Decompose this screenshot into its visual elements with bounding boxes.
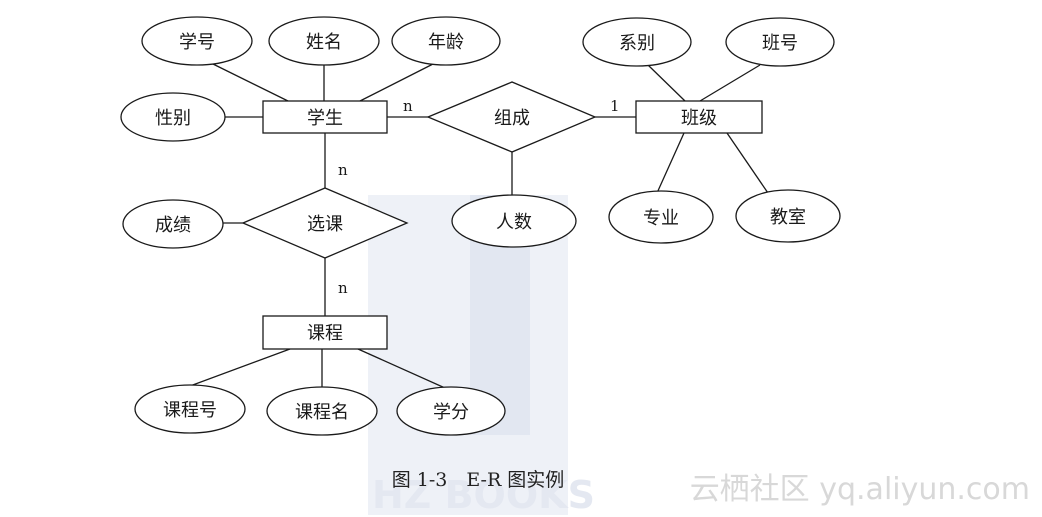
- attribute-age: 年龄: [391, 16, 501, 66]
- attribute-major-label: 专业: [643, 208, 679, 229]
- attribute-credit: 学分: [396, 386, 506, 436]
- cardinality-course-select: n: [338, 279, 348, 297]
- entity-class: 班级: [635, 100, 763, 134]
- attribute-course-name: 课程名: [266, 386, 378, 436]
- connectors: [189, 63, 769, 389]
- attribute-department-label: 系别: [619, 33, 655, 54]
- attribute-credit-label: 学分: [433, 402, 469, 423]
- relationship-select: 选课: [241, 187, 409, 259]
- attribute-classroom: 教室: [735, 189, 841, 243]
- attribute-course-name-label: 课程名: [295, 402, 349, 423]
- attribute-student-no-label: 学号: [179, 32, 215, 53]
- attribute-class-no: 班号: [725, 17, 835, 67]
- attribute-count-label: 人数: [496, 212, 532, 233]
- attribute-gender: 性别: [120, 92, 226, 142]
- site-watermark: 云栖社区 yq.aliyun.com: [690, 472, 1030, 507]
- attribute-department: 系别: [582, 17, 692, 67]
- cardinality-student-compose: n: [403, 97, 413, 115]
- entity-student-label: 学生: [307, 108, 343, 129]
- attribute-grade-label: 成绩: [155, 215, 191, 236]
- attribute-age-label: 年龄: [428, 32, 464, 53]
- relationship-select-label: 选课: [307, 214, 343, 235]
- attribute-gender-label: 性别: [155, 108, 191, 129]
- attribute-course-no: 课程号: [134, 384, 246, 434]
- relationship-compose-label: 组成: [494, 108, 530, 129]
- entity-course-label: 课程: [307, 323, 343, 344]
- cardinality-student-select: n: [338, 161, 348, 179]
- entity-course: 课程: [262, 315, 388, 350]
- attribute-count: 人数: [451, 194, 577, 248]
- attribute-student-no: 学号: [141, 16, 253, 66]
- attribute-grade: 成绩: [122, 199, 224, 249]
- attribute-course-no-label: 课程号: [163, 400, 217, 421]
- figure-caption: 图 1-3 E-R 图实例: [392, 469, 565, 491]
- attribute-name: 姓名: [268, 16, 380, 66]
- logo-text: HZ BOOKS: [372, 473, 595, 517]
- attribute-name-label: 姓名: [306, 32, 342, 53]
- attribute-classroom-label: 教室: [770, 207, 806, 228]
- attribute-major: 专业: [608, 190, 714, 244]
- entity-class-label: 班级: [681, 108, 717, 129]
- attribute-class-no-label: 班号: [762, 33, 798, 54]
- entity-student: 学生: [262, 100, 388, 134]
- relationship-compose: 组成: [426, 81, 597, 153]
- cardinality-class-compose: 1: [610, 97, 620, 115]
